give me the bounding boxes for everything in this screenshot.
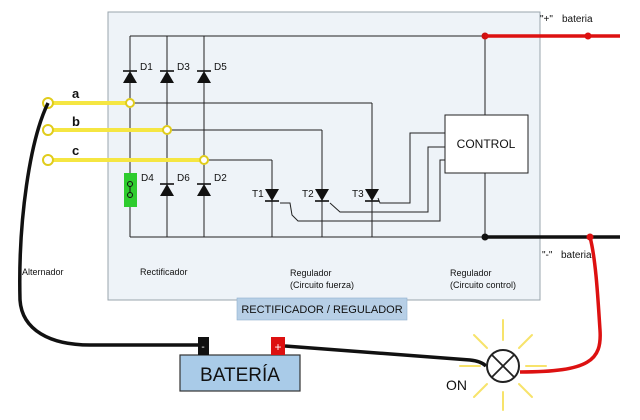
phase-label-b: b [72,114,80,129]
battery-positive-wire [284,344,488,368]
phase-label-a: a [72,86,80,101]
control-box [444,114,529,174]
label-regulator-power-2: (Circuito fuerza) [290,280,354,290]
switch-label: ON [446,377,467,393]
lower-diodes [127,181,212,198]
control-label: CONTROL [457,137,516,151]
thyristor-label-t2: T2 [302,189,314,200]
negative-terminal-word: bateria [561,250,592,261]
alternator-wire [18,102,205,347]
battery-negative-symbol: - [201,342,204,353]
lamp-icon [486,349,520,383]
label-regulator-power-1: Regulador [290,268,332,278]
return-red-wire [519,236,602,374]
thyristor-label-t3: T3 [352,189,364,200]
diode-label-d2: D2 [214,173,227,184]
label-alternator: Alternador [22,267,64,277]
indicator-glow [459,319,547,411]
positive-terminal-dot [584,32,592,40]
positive-terminal-quote: "+" [540,14,553,25]
battery-body [179,354,301,392]
label-regulator-control-2: (Circuito control) [450,280,516,290]
positive-terminal-word: bateria [562,14,593,25]
phase-label-c: c [72,143,79,158]
diode-label-d6: D6 [177,173,190,184]
diode-label-d5: D5 [214,62,227,73]
diode-label-d4: D4 [141,173,154,184]
battery-label: BATERÍA [200,365,280,386]
negative-terminal-quote: "-" [542,250,553,261]
battery-negative-post [198,337,209,355]
box-title: RECTIFICADOR / REGULADOR [241,304,402,316]
battery-positive-post [271,337,285,355]
label-regulator-control-1: Regulador [450,268,492,278]
negative-terminal-dot [586,233,594,241]
phase-terminals [42,97,209,166]
diode-label-d1: D1 [140,62,153,73]
phase-wires [46,101,206,162]
battery-positive-symbol: + [274,340,281,354]
label-rectifier: Rectificador [140,267,188,277]
thyristor-label-t1: T1 [252,189,264,200]
diode-label-d3: D3 [177,62,190,73]
title-box [236,297,408,321]
